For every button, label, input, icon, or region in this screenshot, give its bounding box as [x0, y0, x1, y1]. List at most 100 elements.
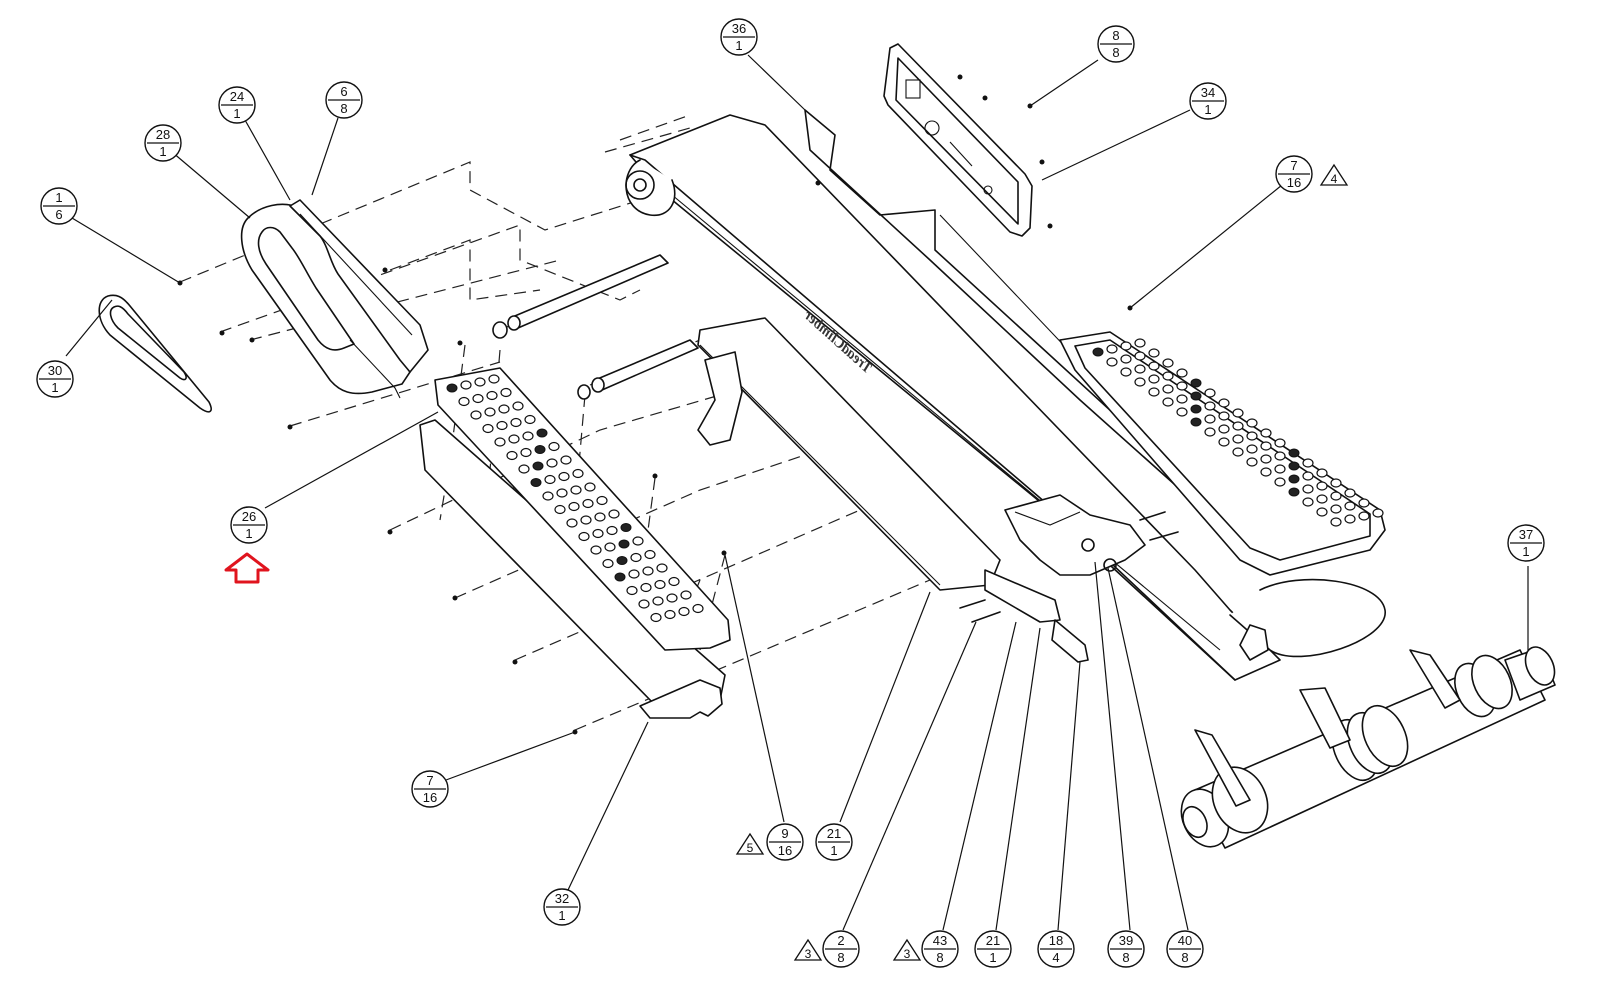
perforation-hole [1288, 448, 1300, 458]
perforation-hole [1358, 498, 1370, 508]
perforation-hole [1358, 511, 1370, 521]
perforation-hole [642, 566, 654, 576]
perforation-hole [1106, 344, 1118, 354]
svg-text:1: 1 [1204, 102, 1211, 117]
perforation-hole [1232, 408, 1244, 418]
svg-text:3: 3 [904, 947, 911, 961]
svg-text:1: 1 [1522, 544, 1529, 559]
perforation-hole [534, 445, 546, 454]
perforation-hole [1246, 418, 1258, 428]
perforation-hole [512, 401, 524, 411]
perforation-hole [1204, 427, 1216, 437]
perforation-hole [1288, 461, 1300, 471]
callout-1: 16 [40, 187, 78, 225]
perforation-hole [580, 515, 592, 525]
perforation-hole [628, 569, 640, 579]
perforation-hole [616, 556, 628, 565]
perforation-hole [1134, 338, 1146, 348]
callout-21-a: 211 [815, 823, 853, 861]
perforation-hole [1246, 431, 1258, 441]
callout-34: 341 [1189, 82, 1227, 120]
perforation-hole [1274, 464, 1286, 474]
callout-32: 321 [543, 888, 581, 926]
svg-text:8: 8 [1112, 45, 1119, 60]
perforation-hole [1218, 398, 1230, 408]
perforation-hole [1176, 394, 1188, 404]
svg-text:8: 8 [936, 950, 943, 965]
callout-39: 398 [1107, 930, 1145, 968]
svg-text:6: 6 [55, 207, 62, 222]
perforation-hole [496, 420, 508, 431]
perforation-hole [630, 552, 642, 563]
callout-36: 361 [720, 18, 758, 56]
perforation-hole [1372, 508, 1384, 518]
part-34-console-panel [883, 43, 1033, 237]
callout-8-top: 88 [1097, 25, 1135, 63]
perforation-hole [572, 468, 584, 479]
note-triangle-3-a: 3 [793, 938, 823, 961]
perforation-hole [556, 488, 568, 498]
perforation-hole [1302, 458, 1314, 468]
perforation-hole [470, 410, 482, 420]
perforation-hole [1148, 374, 1160, 384]
perforation-hole [548, 441, 560, 452]
svg-text:7: 7 [426, 773, 433, 788]
callout-40: 408 [1166, 930, 1204, 968]
svg-text:1: 1 [55, 190, 62, 205]
note-triangle-4: 4 [1319, 163, 1349, 186]
svg-text:32: 32 [555, 891, 569, 906]
perforation-hole [1120, 367, 1132, 377]
perforation-hole [606, 525, 618, 536]
svg-text:8: 8 [837, 950, 844, 965]
perforation-hole [558, 471, 570, 482]
perforation-hole [650, 612, 662, 623]
perforation-hole [1120, 341, 1132, 351]
perforation-hole [1106, 357, 1118, 367]
svg-text:21: 21 [986, 933, 1000, 948]
perforation-hole [638, 599, 650, 609]
svg-text:6: 6 [340, 84, 347, 99]
perforation-hole [542, 491, 554, 501]
perforation-hole [1288, 487, 1300, 497]
note-triangle-3-b: 3 [892, 938, 922, 961]
perforation-hole [1204, 388, 1216, 398]
perforation-hole [570, 485, 582, 495]
perforation-hole [1274, 438, 1286, 448]
svg-text:5: 5 [747, 841, 754, 855]
perforation-hole [1260, 467, 1272, 477]
perforation-hole [508, 434, 520, 444]
svg-text:1: 1 [735, 38, 742, 53]
perforation-hole [1162, 384, 1174, 394]
svg-text:16: 16 [1287, 175, 1301, 190]
perforation-hole [1316, 494, 1328, 504]
perforation-hole [510, 417, 522, 428]
callout-6: 68 [325, 81, 363, 119]
perforation-hole [614, 572, 626, 582]
svg-text:9: 9 [781, 826, 788, 841]
perforation-hole [664, 609, 676, 620]
svg-text:28: 28 [156, 127, 170, 142]
callout-18: 184 [1037, 930, 1075, 968]
callout-37: 371 [1507, 524, 1545, 562]
perforation-hole [1232, 447, 1244, 457]
perforation-hole [530, 478, 542, 487]
perforation-hole [640, 582, 652, 593]
perforation-hole [1176, 407, 1188, 417]
perforation-hole [1162, 371, 1174, 381]
perforation-hole [520, 447, 532, 458]
perforation-hole [1120, 354, 1132, 364]
perforation-hole [654, 579, 666, 590]
perforation-hole [1246, 444, 1258, 454]
perforation-hole [536, 428, 548, 438]
svg-text:4: 4 [1331, 172, 1338, 186]
perforation-hole [460, 380, 472, 390]
perforation-hole [666, 593, 678, 603]
perforation-hole [678, 606, 690, 617]
perforation-hole [484, 407, 496, 417]
perforation-hole [546, 458, 558, 468]
perforation-hole [486, 390, 498, 401]
perforation-hole [1260, 441, 1272, 451]
perforation-hole [1344, 488, 1356, 498]
perforation-hole [594, 512, 606, 522]
perforation-hole [1204, 401, 1216, 411]
